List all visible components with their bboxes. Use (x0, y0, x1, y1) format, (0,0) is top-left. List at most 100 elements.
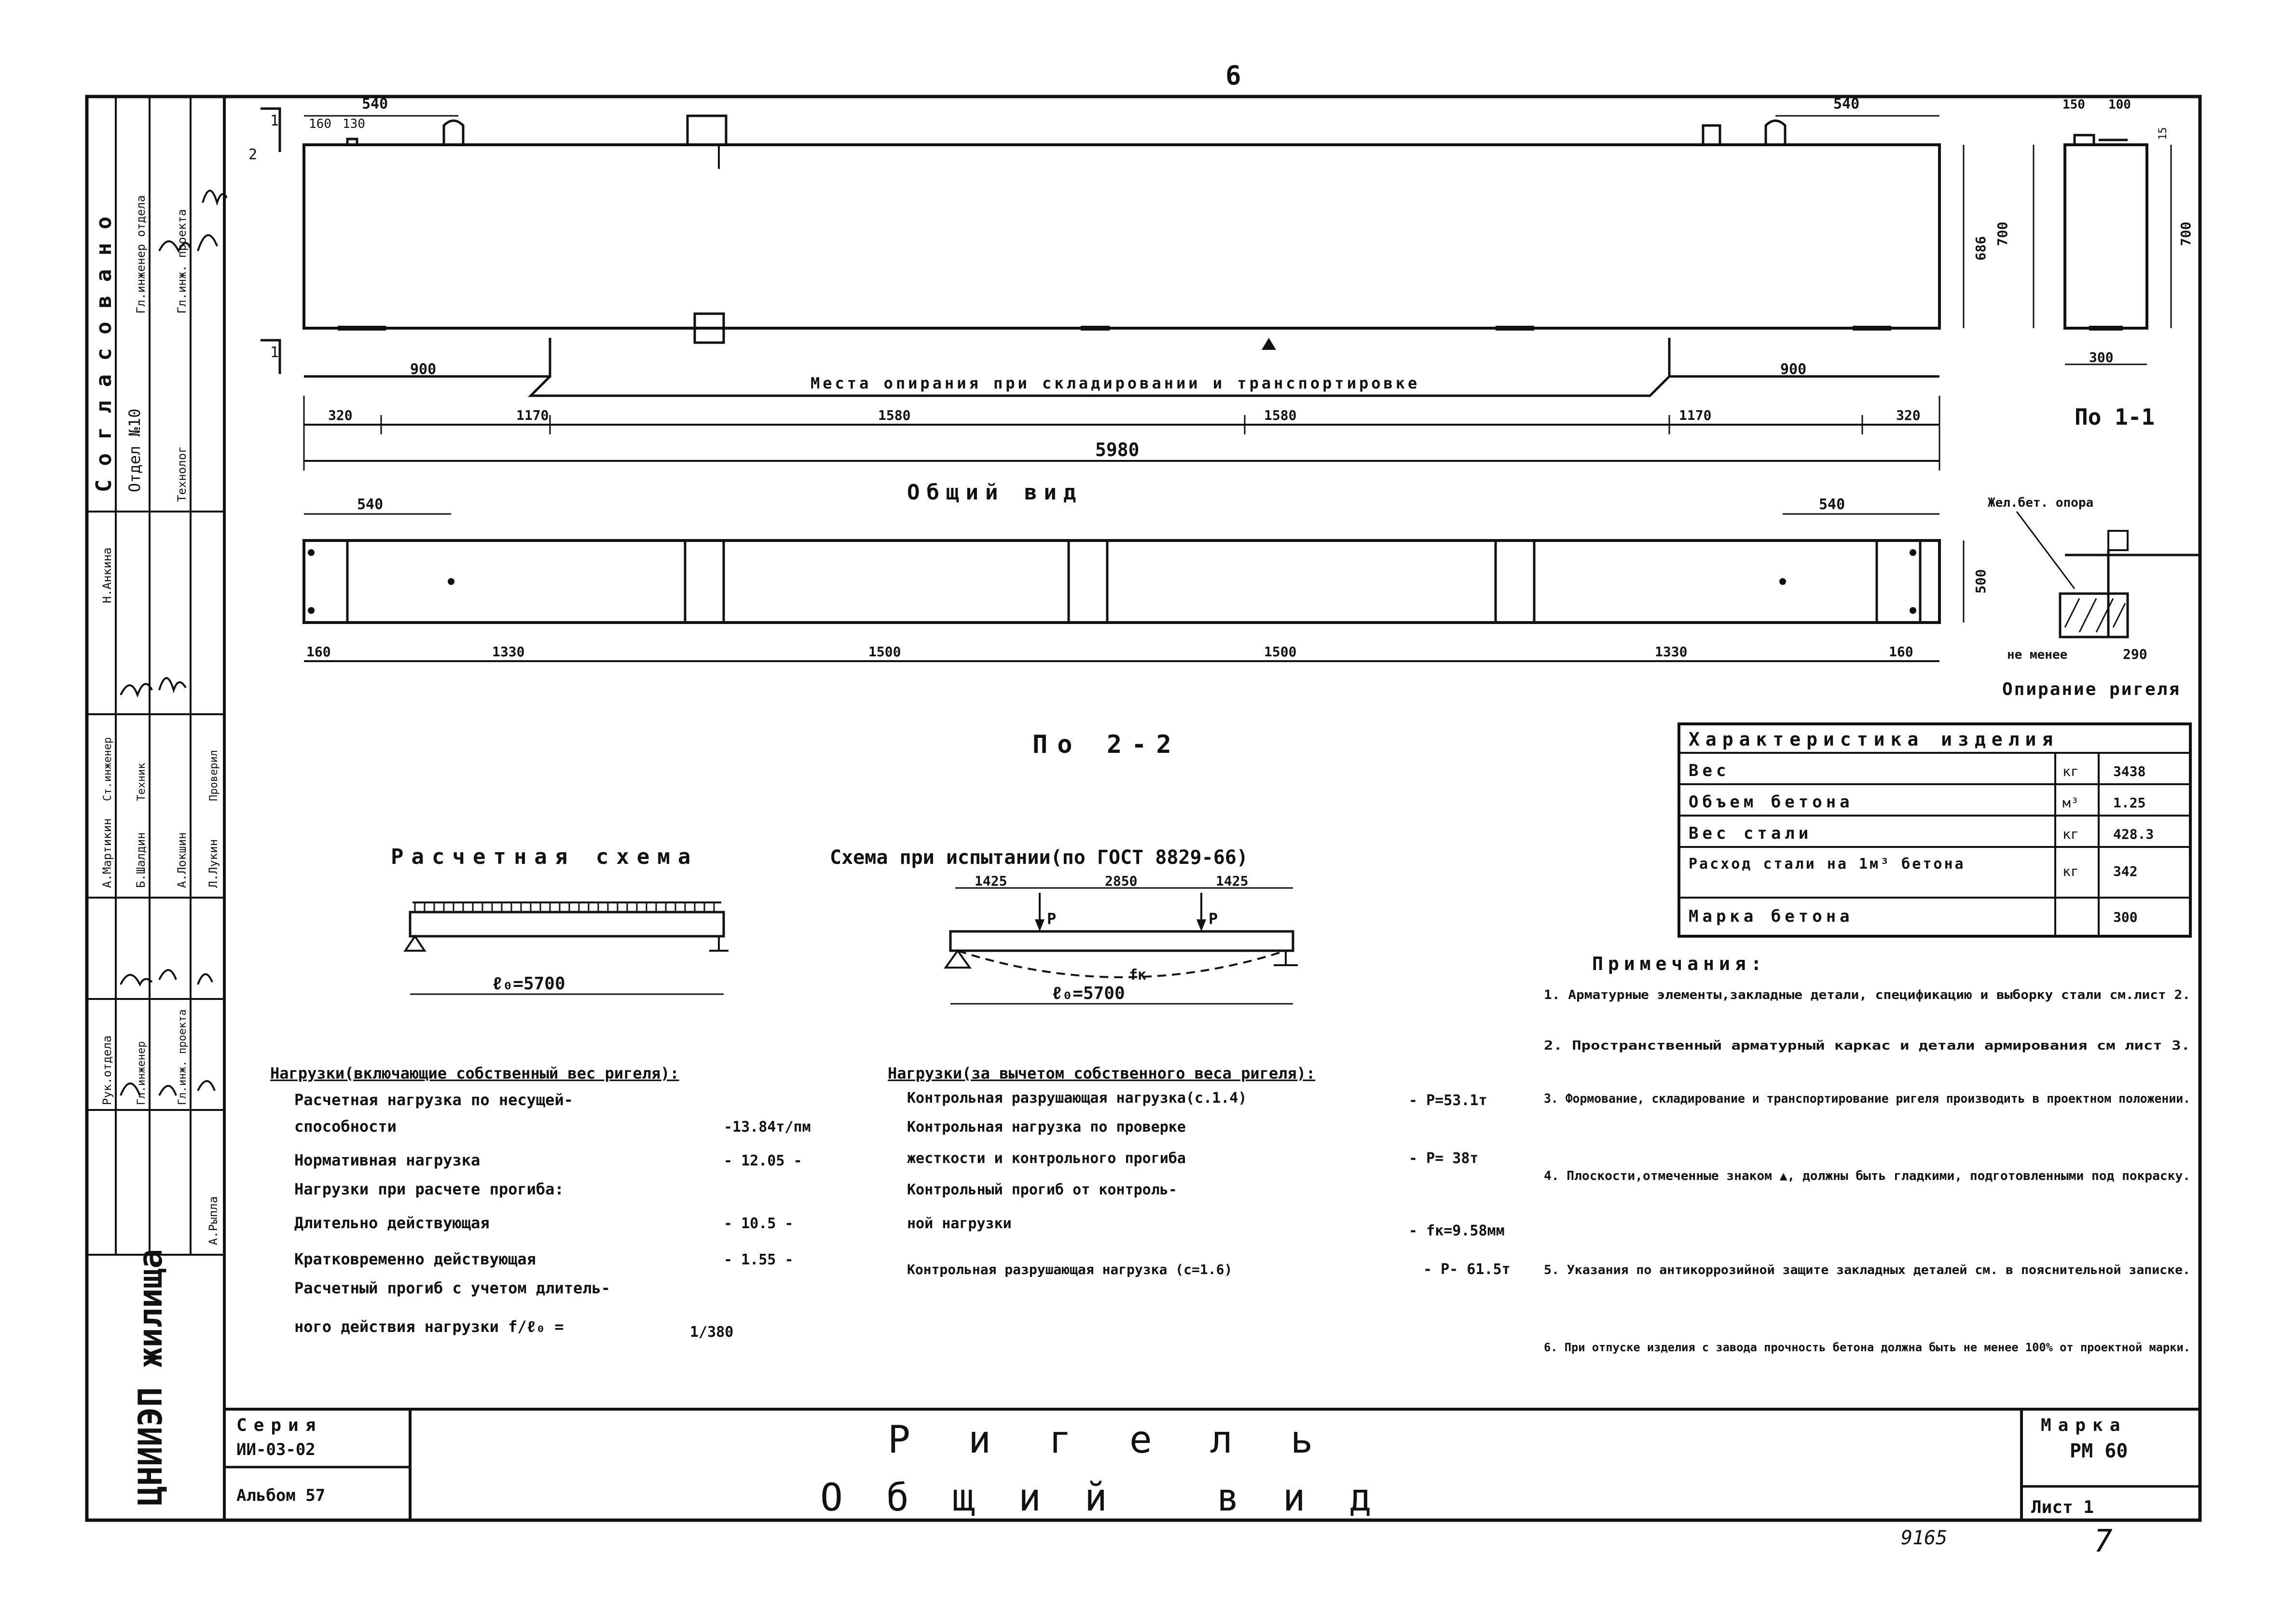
char-row-3-name: Вес стали (1689, 824, 1812, 843)
approval-staff-6: Л.Лукин (206, 839, 220, 888)
test-deflection: fк (1129, 967, 1146, 984)
characteristics-title: Характеристика изделия (1689, 729, 2059, 750)
approval-role-1: Рук.отдела (100, 1036, 114, 1106)
loads-left-row-7: Расчетный прогиб с учетом длитель- (294, 1279, 610, 1297)
loads-right-row-5-value: - fк=9.58мм (1409, 1222, 1505, 1239)
elev-dim-top-4: 540 (1833, 96, 1859, 112)
support-detail: Жел.бет. опора не менее 290 Опирание риг… (1988, 496, 2200, 699)
note-1: 1. Арматурные элементы,закладные детали,… (1544, 988, 2190, 1002)
plan-dim-top-1: 540 (357, 496, 383, 513)
loads-left-row-4: Нагрузки при расчете прогиба: (294, 1180, 564, 1198)
note-6: 6. При отпуске изделия с завода прочност… (1544, 1341, 2190, 1354)
elev-dim-bottom-6: 320 (1896, 407, 1921, 423)
loads-right: Нагрузки(за вычетом собственного веса ри… (888, 1064, 1511, 1278)
elev-dim-top-1: 540 (362, 96, 388, 112)
series-label: Серия (236, 1415, 322, 1435)
loads-left-row-8: ного действия нагрузки f/ℓ₀ = (294, 1317, 564, 1336)
approval-role-4: Технолог (175, 446, 189, 502)
section-1-1-title: По 1-1 (2075, 404, 2155, 430)
loads-left-row-1: Расчетная нагрузка по несущей- (294, 1091, 573, 1109)
approval-staff-5: Н.Анкина (100, 547, 114, 603)
elev-dim-bottom-2: 1170 (516, 407, 549, 423)
loads-left-heading: Нагрузки(включающие собственный вес риге… (270, 1064, 679, 1082)
plan-dim-bottom-4: 1500 (1264, 644, 1296, 660)
elev-dim-bottom-5: 1170 (1679, 407, 1711, 423)
loads-right-row-3: жесткости и контрольного прогиба (907, 1150, 1186, 1167)
char-row-1-name: Вес (1689, 761, 1730, 780)
loads-right-row-5: ной нагрузки (907, 1215, 1012, 1232)
loads-left-row-5-value: - 10.5 - (724, 1215, 794, 1232)
plan-dim-bottom-5: 1330 (1655, 644, 1687, 660)
approval-staff-4: А.Локшин (175, 832, 189, 888)
elevation-view: 1 2 1 Места опирания при складировании и… (248, 96, 2010, 505)
approval-block: Согласовано Отдел №10 Рук.отдела Гл.инже… (92, 190, 228, 1245)
section1-dim-3: 700 (2178, 222, 2194, 246)
approval-staff-1: А.Рыпла (206, 1196, 220, 1245)
loads-right-row-3-value: - P= 38т (1409, 1150, 1479, 1167)
plan-dim-bottom-2: 1330 (492, 644, 524, 660)
char-row-3-value: 428.3 (2113, 826, 2154, 842)
section-mark-1-top: 1 (270, 112, 279, 129)
elev-dim-top-3: 130 (343, 117, 365, 131)
approval-func-5: Проверил (208, 750, 220, 801)
elev-dim-bottom-3: 1580 (878, 407, 910, 423)
section1-dim-4: 300 (2089, 349, 2114, 365)
elev-dim-bottom-1: 320 (328, 407, 353, 423)
loads-left-row-3-value: - 12.05 - (724, 1152, 802, 1169)
elev-dim-bottom-4: 1580 (1264, 407, 1296, 423)
loads-right-row-1-value: - P=53.1т (1409, 1092, 1487, 1109)
test-scheme: Схема при испытании(по ГОСТ 8829-66) 142… (830, 846, 1298, 1005)
approval-func-1: Гл.инженер (136, 1041, 148, 1105)
approval-func-3: Ст.инженер (102, 737, 114, 801)
plan-dim-bottom-1: 160 (306, 644, 331, 660)
approval-role-3: Гл.инж. проекта (175, 209, 189, 314)
approval-role-2: Гл.инженер отдела (134, 195, 148, 314)
mark-value: РМ 60 (2070, 1440, 2128, 1462)
loads-right-heading: Нагрузки(за вычетом собственного веса ри… (888, 1064, 1315, 1082)
char-row-1-value: 3438 (2113, 763, 2145, 779)
sheet-frame (85, 95, 2202, 1522)
characteristics-table: Характеристика изделия Вес кг 3438 Объем… (1677, 722, 2192, 938)
char-row-4-name: Расход стали на 1м³ бетона (1689, 856, 1966, 873)
handwritten-number: 7 (2094, 1524, 2113, 1559)
section-mark-2-top: 2 (248, 146, 257, 163)
general-view-title: Общий вид (907, 480, 1083, 505)
elev-dim-support-right: 900 (1780, 361, 1806, 378)
note-3: 3. Формование, складирование и транспорт… (1544, 1092, 2190, 1106)
section-2-2-title: По 2-2 (1032, 730, 1181, 759)
album-label: Альбом 57 (236, 1486, 325, 1505)
loads-right-row-1: Контрольная разрушающая нагрузка(с.1.4) (907, 1090, 1247, 1107)
approval-header: Согласовано (92, 203, 116, 492)
loads-left-row-6-value: - 1.55 - (724, 1251, 794, 1268)
char-row-1-unit: кг (2062, 763, 2079, 779)
loads-right-row-4: Контрольный прогиб от контроль- (907, 1181, 1177, 1198)
approval-staff-3: Б.Шалдин (134, 832, 148, 888)
elev-dim-support-left: 900 (410, 361, 436, 378)
char-row-4-unit: кг (2062, 863, 2079, 879)
plan-dim-bottom-3: 1500 (868, 644, 901, 660)
approval-staff-2: А.Мартикин (100, 818, 114, 888)
loads-left-row-5: Длительно действующая (294, 1214, 490, 1232)
char-row-2-name: Объем бетона (1689, 792, 1854, 812)
loads-left-row-6: Кратковременно действующая (294, 1250, 536, 1268)
loads-right-row-6: Контрольная разрушающая нагрузка (с=1.6) (907, 1261, 1232, 1277)
support-note: Места опирания при складировании и транс… (811, 374, 1420, 392)
elev-height-2: 700 (1994, 222, 2010, 246)
notes: Примечания: 1. Арматурные элементы,закла… (1544, 953, 2190, 1354)
series-value: ИИ-03-02 (236, 1440, 316, 1459)
char-row-3-unit: кг (2062, 826, 2079, 842)
elev-dim-total: 5980 (1095, 439, 1140, 460)
note-2: 2. Пространственный арматурный каркас и … (1544, 1039, 2190, 1053)
support-detail-title: Опирание ригеля (2002, 679, 2181, 699)
section-1-1: 150 100 15 700 300 По 1-1 (2033, 97, 2194, 430)
calc-scheme-title: Расчетная схема (391, 845, 698, 869)
sheet-number: Лист 1 (2031, 1497, 2094, 1517)
calc-span: ℓ₀=5700 (492, 974, 565, 994)
support-min-value: 290 (2123, 646, 2147, 662)
note-4: 4. Плоскости,отмеченные знаком ▲, должны… (1544, 1169, 2190, 1183)
section1-dim-2: 100 (2108, 97, 2131, 112)
plan-dim-top-2: 540 (1819, 496, 1845, 513)
title-block: Серия ИИ-03-02 Альбом 57 Ригель Общий ви… (224, 1408, 2200, 1559)
char-row-2-value: 1.25 (2113, 795, 2145, 811)
